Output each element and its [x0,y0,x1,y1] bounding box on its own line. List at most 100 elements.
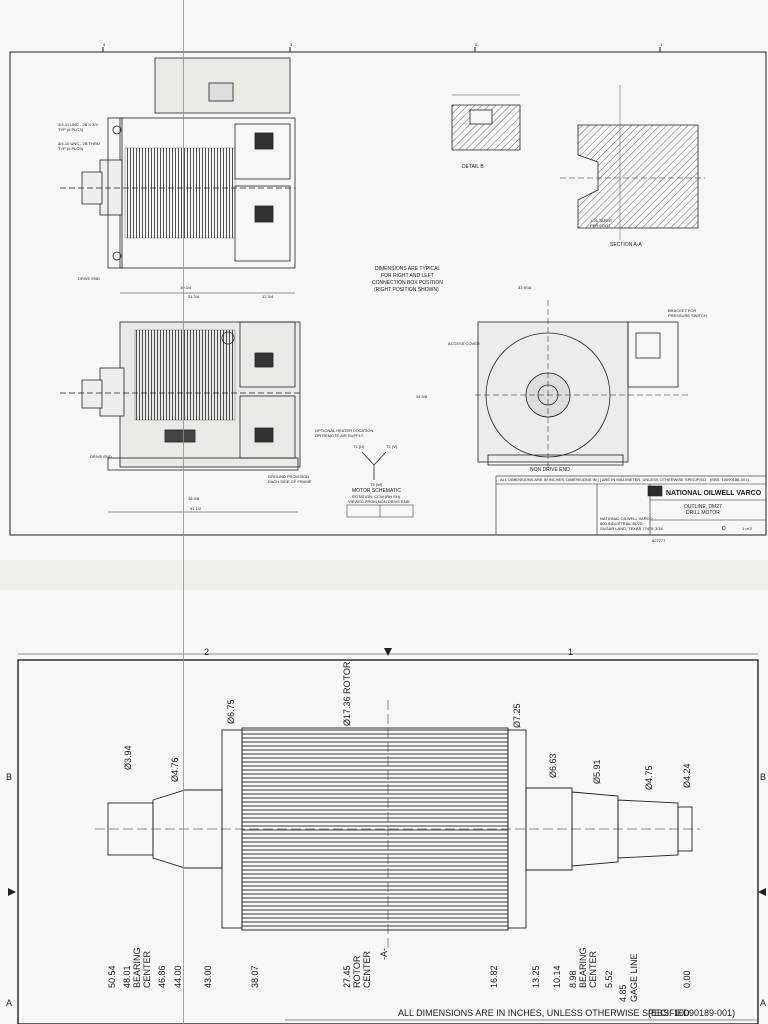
svg-text:0.00: 0.00 [682,970,692,988]
motor-end-view [475,300,690,470]
detail-b [451,94,521,151]
callout-text: PER FOOT [590,223,611,228]
dimension-text: 91 1/2 [190,506,202,511]
red-margin-line [183,0,184,1024]
diameter-label: Ø4.76 [170,757,180,782]
callout-text: EACH SIDE OF FRAME [268,479,312,484]
diameter-label: Ø5.91 [592,759,602,784]
company-name: NATIONAL OILWELL VARCO [666,490,762,497]
border-number: 4 [103,42,106,47]
callout-text: 1.25 TAPER [590,218,612,223]
dimension-text: 12 3/4 [262,294,274,299]
svg-text:50.54: 50.54 [107,965,117,988]
section-aa-label: SECTION A-A [610,242,642,248]
svg-text:16.82: 16.82 [489,965,499,988]
svg-text:8.98: 8.98 [568,970,578,988]
page-gap [0,560,768,590]
drawing-title: DRILL MOTOR [686,510,720,516]
svg-text:FOR RIGHT AND LEFT: FOR RIGHT AND LEFT [381,273,434,279]
rotor-diameter-label: Ø17.36 ROTOR [342,661,352,726]
company-address: NATIONAL OILWELL VARCO [600,516,653,521]
motor-schematic [346,451,414,518]
drive-end-label: DRIVE END [78,276,100,281]
diameter-label: Ø7.25 [512,703,522,728]
dimensions-typical-note: DIMENSIONS ARE TYPICAL FOR RIGHT AND LEF… [372,266,443,293]
drawing-number: 627777 [652,538,666,543]
svg-text:BEARING: BEARING [578,947,588,988]
svg-text:10.14: 10.14 [552,965,562,988]
svg-text:CENTER: CENTER [362,950,372,988]
zone-number: 2 [204,647,209,657]
ebs-number: (EBS: 10090189-001) [648,1008,735,1018]
border-number: 1 [660,42,663,47]
detail-b-label: DETAIL B [462,164,484,170]
svg-text:GAGE LINE: GAGE LINE [629,953,639,1002]
svg-text:DIMENSIONS ARE TYPICAL: DIMENSIONS ARE TYPICAL [375,266,440,272]
callout-text: 3/4-11 UNC - 2B X 3/4 [58,122,98,127]
dimension-text: 33 9/16 [518,285,532,290]
svg-text:5.52: 5.52 [604,970,614,988]
svg-text:43.00: 43.00 [203,965,213,988]
section-aa [560,85,705,240]
callout-text: ACCESS COVER [448,341,480,346]
svg-text:ROTOR: ROTOR [352,955,362,988]
callout-text: TYP (4 PLCS) [58,146,84,151]
diameter-label: Ø6.75 [226,699,236,724]
svg-text:38.07: 38.07 [250,965,260,988]
zone-number: 1 [568,647,573,657]
scale-value: 3/16 [655,526,664,531]
zone-letter: B [760,772,766,782]
company-address: SUGAR LAND, TEXAS 77478 [600,526,654,531]
zone-letter: A [760,998,766,1008]
terminal-label: T2 (V) [386,444,398,449]
dimension-text: 34 5/8 [416,394,428,399]
dimension-text: 21 3/4 [188,294,200,299]
dimension-text: 38 5/8 [188,496,200,501]
drive-end-label: DRIVE END [90,454,112,459]
svg-text:13.25: 13.25 [531,965,541,988]
zone-letter: B [6,772,12,782]
dimensions-note: ALL DIMENSIONS ARE IN INCHES, UNLESS OTH… [398,1008,692,1018]
title-block-sheet1 [495,475,767,536]
callout-text: TYP (4 PLCS) [58,127,84,132]
sheet-number: 1 of 2 [742,526,753,531]
svg-text:CENTER: CENTER [588,950,598,988]
terminal-label: T3 (W) [370,482,383,487]
dimensions-note: ALL DIMENSIONS ARE IN INCHES, DIMENSIONS… [500,477,706,482]
callout-text: ROTATION: CCW (RH SH) [352,494,401,499]
motor-top-view [60,57,296,269]
svg-text:-A-: -A- [379,948,389,960]
sheet-size: D [722,526,726,532]
svg-text:46.86: 46.86 [157,965,167,988]
border-number: 2 [475,42,478,47]
diameter-label: Ø3.94 [123,745,133,770]
zone-letter: A [6,998,12,1008]
svg-text:(RIGHT POSITION SHOWN): (RIGHT POSITION SHOWN) [374,287,439,293]
callout-text: GROUND PROVISION [268,474,309,479]
motor-side-view [60,321,301,471]
callout-text: 3/4-10 UNC - 2B THRU [58,141,100,146]
diameter-labels: Ø17.36 ROTOR Ø6.75 Ø7.25 Ø3.94 Ø4.76 Ø6.… [123,661,692,790]
callout-text: VIEWED FROM NON DRIVE END [348,499,410,504]
svg-text:4.85: 4.85 [618,984,628,1002]
center-arrow-icon [8,888,16,896]
svg-text:BEARING: BEARING [132,947,142,988]
svg-text:48.01: 48.01 [122,965,132,988]
svg-text:27.45: 27.45 [342,965,352,988]
diameter-label: Ø4.75 [644,765,654,790]
callout-text: PRESSURE SWITCH [668,313,707,318]
border-number: 3 [290,42,293,47]
terminal-label: T1 (U) [353,444,365,449]
sheet1-border: 4 3 2 1 [9,42,767,536]
svg-text:CENTER: CENTER [142,950,152,988]
center-arrow-icon [758,888,766,896]
non-drive-end-label: NON DRIVE END [530,467,570,473]
sheet2-border: 2 1 B B A A [6,647,766,1024]
schematic-label: MOTOR SCHEMATIC [352,488,401,494]
company-address: 800 INDUSTRIAL BLVD [600,521,643,526]
svg-text:CONNECTION BOX POSITION: CONNECTION BOX POSITION [372,280,443,286]
diameter-label: Ø4.24 [682,763,692,788]
center-arrow-icon [384,648,392,656]
callout-text: BRACKET FOR [668,308,696,313]
